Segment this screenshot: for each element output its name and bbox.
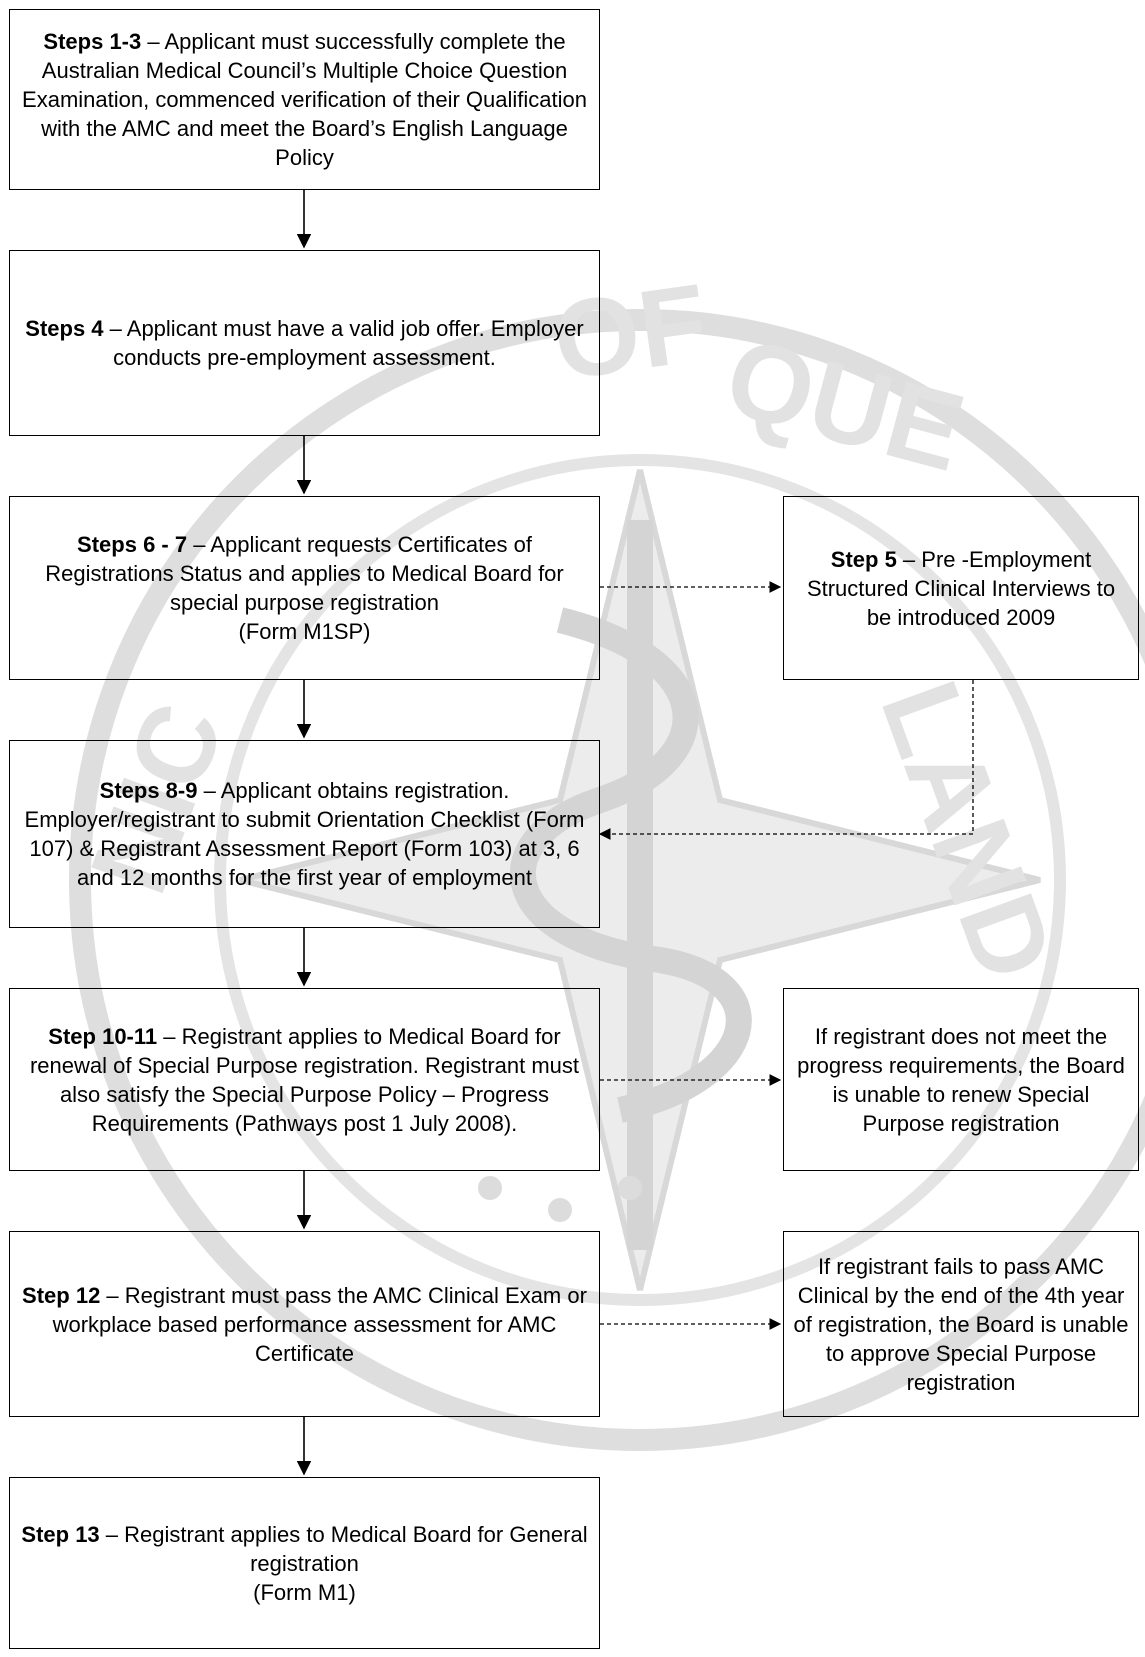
step-text: – Registrant must pass the AMC Clinical … [52, 1282, 587, 1366]
step-12-consequence-box: If registrant fails to pass AMC Clinical… [783, 1231, 1139, 1417]
step-text: – Applicant must have a valid job offer.… [103, 316, 584, 370]
step-12-box: Step 12 – Registrant must pass the AMC C… [9, 1231, 600, 1417]
step-13-box: Step 13 – Registrant applies to Medical … [9, 1477, 600, 1649]
step-label: Steps 1-3 [43, 29, 142, 54]
step-label: Steps 8-9 [99, 778, 198, 803]
step-label: Step 10-11 [48, 1023, 158, 1049]
form-reference: (Form M1) [253, 1579, 356, 1605]
step-text: If registrant does not meet the progress… [797, 1023, 1125, 1136]
step-text: – Registrant applies to Medical Board fo… [99, 1521, 588, 1576]
step-text: – Applicant obtains registration. Employ… [24, 778, 585, 890]
step-text: – Applicant must successfully complete t… [22, 29, 587, 170]
step-text: – Registrant applies to Medical Board fo… [29, 1023, 580, 1136]
step-5-box: Step 5 – Pre -Employment Structured Clin… [783, 496, 1139, 680]
step-6-7-box: Steps 6 - 7 – Applicant requests Certifi… [9, 496, 600, 680]
step-label: Step 13 [21, 1521, 100, 1547]
step-label: Step 12 [22, 1282, 101, 1308]
step-label: Steps 6 - 7 [77, 532, 188, 557]
form-reference: (Form M1SP) [238, 619, 371, 644]
step-text: – Pre -Employment Structured Clinical In… [806, 546, 1116, 630]
step-text: – Applicant requests Certificates of Reg… [45, 532, 564, 615]
step-10-11-consequence-box: If registrant does not meet the progress… [783, 988, 1139, 1171]
step-8-9-box: Steps 8-9 – Applicant obtains registrati… [9, 740, 600, 928]
step-10-11-box: Step 10-11 – Registrant applies to Medic… [9, 988, 600, 1171]
step-4-box: Steps 4 – Applicant must have a valid jo… [9, 250, 600, 436]
dashed-arrow-s5-to-s8 [598, 680, 974, 840]
step-1-3-box: Steps 1-3 – Applicant must successfully … [9, 9, 600, 190]
step-text: If registrant fails to pass AMC Clinical… [793, 1253, 1129, 1395]
step-label: Steps 4 [25, 316, 104, 341]
step-label: Step 5 [830, 546, 897, 572]
